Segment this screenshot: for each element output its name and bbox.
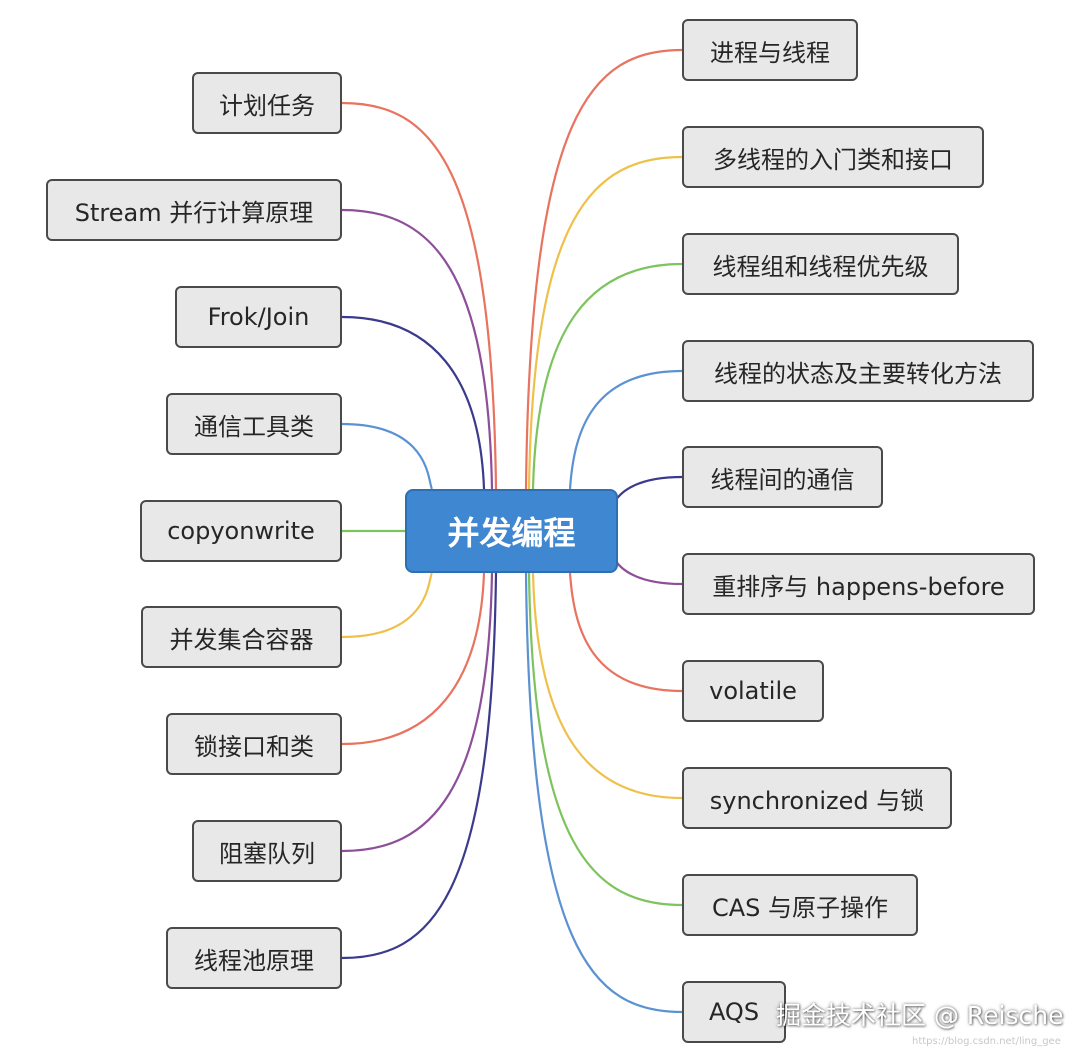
right-branch-node[interactable]: 重排序与 happens-before bbox=[682, 553, 1035, 615]
connector-line bbox=[568, 572, 683, 693]
right-branch-node[interactable]: synchronized 与锁 bbox=[682, 767, 952, 829]
left-branch-node[interactable]: 通信工具类 bbox=[166, 393, 342, 455]
connector-line bbox=[568, 369, 683, 490]
connector-line bbox=[524, 572, 683, 1014]
connector-line bbox=[341, 572, 494, 853]
connector-line bbox=[610, 475, 683, 512]
right-branch-node[interactable]: 线程间的通信 bbox=[682, 446, 883, 508]
connector-line bbox=[341, 315, 486, 490]
right-branch-node[interactable]: 进程与线程 bbox=[682, 19, 858, 81]
connector-line bbox=[341, 572, 433, 639]
left-branch-node[interactable]: 并发集合容器 bbox=[141, 606, 342, 668]
left-branch-node[interactable]: 锁接口和类 bbox=[166, 713, 342, 775]
connector-line bbox=[341, 101, 498, 490]
left-branch-node[interactable]: copyonwrite bbox=[140, 500, 342, 562]
right-branch-node[interactable]: 线程的状态及主要转化方法 bbox=[682, 340, 1034, 402]
watermark-url: https://blog.csdn.net/ling_gee bbox=[912, 1036, 1061, 1047]
connector-line bbox=[531, 262, 683, 490]
left-branch-node[interactable]: Stream 并行计算原理 bbox=[46, 179, 342, 241]
watermark-text: 掘金技术社区 @ Reische bbox=[776, 1001, 1064, 1030]
left-branch-node[interactable]: Frok/Join bbox=[175, 286, 342, 348]
connector-line bbox=[527, 155, 683, 490]
right-branch-node[interactable]: 多线程的入门类和接口 bbox=[682, 126, 984, 188]
right-branch-node[interactable]: CAS 与原子操作 bbox=[682, 874, 918, 936]
connector-line bbox=[531, 572, 683, 800]
connector-line bbox=[527, 572, 683, 907]
left-branch-node[interactable]: 线程池原理 bbox=[166, 927, 342, 989]
connector-line bbox=[341, 208, 494, 490]
right-branch-node[interactable]: volatile bbox=[682, 660, 824, 722]
root-node[interactable]: 并发编程 bbox=[405, 489, 618, 573]
left-branch-node[interactable]: 阻塞队列 bbox=[192, 820, 342, 882]
connector-line bbox=[341, 422, 434, 490]
connector-line bbox=[610, 550, 683, 586]
left-branch-node[interactable]: 计划任务 bbox=[192, 72, 342, 134]
connector-line bbox=[341, 572, 498, 960]
connector-line bbox=[341, 572, 486, 746]
right-branch-node[interactable]: AQS bbox=[682, 981, 786, 1043]
connector-line bbox=[524, 48, 683, 490]
right-branch-node[interactable]: 线程组和线程优先级 bbox=[682, 233, 959, 295]
